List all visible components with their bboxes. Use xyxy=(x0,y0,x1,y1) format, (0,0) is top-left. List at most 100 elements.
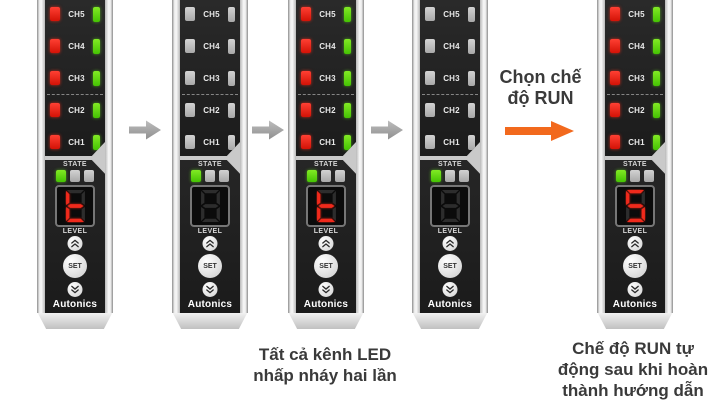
seven-segment-display xyxy=(190,185,230,227)
state-leds xyxy=(45,170,105,182)
digit-t xyxy=(316,189,336,223)
channel-led-off xyxy=(227,102,235,118)
run-mode-label-line1: Chọn chế xyxy=(499,67,582,87)
device-bottom-cap xyxy=(37,313,113,329)
channel-label: CH2 xyxy=(68,105,85,115)
level-label: LEVEL xyxy=(313,228,339,235)
chevron-down-icon xyxy=(71,285,79,294)
channel-led-off xyxy=(227,70,235,86)
chevron-up-icon xyxy=(206,239,214,248)
set-button: SET xyxy=(63,254,87,278)
state-led-off xyxy=(205,170,215,182)
beam-dashed-line xyxy=(607,94,663,95)
chevron-down-icon xyxy=(322,285,330,294)
channel-label: CH3 xyxy=(319,73,336,83)
channel-green-led-on xyxy=(343,70,351,86)
channel-green-led-on xyxy=(92,38,100,54)
channel-row-ch4: CH4 xyxy=(420,35,480,57)
channel-red-led-on xyxy=(50,7,60,21)
channel-label: CH4 xyxy=(319,41,336,51)
channel-row-ch2: CH2 xyxy=(45,99,105,121)
digit-t xyxy=(65,189,85,223)
seven-segment-display xyxy=(430,185,470,227)
channel-led-off xyxy=(185,39,195,53)
channel-red-led-on xyxy=(610,135,620,149)
state-leds xyxy=(605,170,665,182)
channel-row-ch1: CH1 xyxy=(420,131,480,153)
channel-label: CH3 xyxy=(68,73,85,83)
channel-red-led-on xyxy=(610,71,620,85)
level-label: LEVEL xyxy=(622,228,648,235)
channel-label: CH4 xyxy=(203,41,220,51)
device-right-rail xyxy=(356,0,364,313)
channel-led-off xyxy=(467,70,475,86)
channel-green-led-on xyxy=(343,38,351,54)
down-button xyxy=(627,282,643,297)
channel-led-off xyxy=(467,102,475,118)
channel-green-led-on xyxy=(343,6,351,22)
run-arrow-icon xyxy=(505,121,574,141)
autonics-logo: Autonics xyxy=(52,299,98,310)
device-left-rail xyxy=(37,0,45,313)
channel-red-led-on xyxy=(301,71,311,85)
state-led-off xyxy=(70,170,80,182)
state-label: STATE xyxy=(623,161,647,168)
device-right-rail xyxy=(480,0,488,313)
caption-blink-line2: nhấp nháy hai lần xyxy=(253,366,397,385)
state-label: STATE xyxy=(198,161,222,168)
channel-row-ch4: CH4 xyxy=(45,35,105,57)
channel-green-led-on xyxy=(652,70,660,86)
seven-segment-display xyxy=(615,185,655,227)
state-leds xyxy=(296,170,356,182)
run-mode-label-line2: độ RUN xyxy=(507,88,574,108)
caption-blink: Tất cả kênh LED nhấp nháy hai lần xyxy=(215,344,435,386)
channel-led-off xyxy=(467,6,475,22)
autonics-logo: Autonics xyxy=(612,299,658,310)
step-arrow-icon xyxy=(371,120,403,140)
state-leds xyxy=(420,170,480,182)
state-led-green-on xyxy=(191,170,201,182)
channel-label: CH4 xyxy=(628,41,645,51)
channel-red-led-on xyxy=(50,135,60,149)
channel-label: CH5 xyxy=(68,9,85,19)
caption-blink-line1: Tất cả kênh LED xyxy=(258,345,392,364)
channel-label: CH5 xyxy=(203,9,220,19)
set-button: SET xyxy=(438,254,462,278)
channel-led-off xyxy=(185,135,195,149)
up-button xyxy=(318,236,334,251)
autonics-logo: Autonics xyxy=(303,299,349,310)
up-button xyxy=(442,236,458,251)
channel-led-off xyxy=(425,39,435,53)
set-button: SET xyxy=(314,254,338,278)
channel-label: CH1 xyxy=(203,137,220,147)
channel-led-off xyxy=(425,135,435,149)
caption-run: Chế độ RUN tự động sau khi hoàn thành hư… xyxy=(523,338,721,401)
channel-row-ch1: CH1 xyxy=(45,131,105,153)
device-left-rail xyxy=(288,0,296,313)
seven-segment-display xyxy=(306,185,346,227)
channel-label: CH3 xyxy=(628,73,645,83)
channel-led-off xyxy=(185,71,195,85)
channel-led-off xyxy=(425,7,435,21)
state-led-green-on xyxy=(431,170,441,182)
channel-label: CH2 xyxy=(443,105,460,115)
channel-label: CH1 xyxy=(319,137,336,147)
channel-row-ch1: CH1 xyxy=(296,131,356,153)
beam-dashed-line xyxy=(182,94,238,95)
device-bottom-cap xyxy=(597,313,673,329)
state-led-off xyxy=(84,170,94,182)
channel-green-led-on xyxy=(652,102,660,118)
chevron-up-icon xyxy=(446,239,454,248)
channel-label: CH2 xyxy=(203,105,220,115)
channel-row-ch1: CH1 xyxy=(605,131,665,153)
channel-led-off xyxy=(227,38,235,54)
channel-red-led-on xyxy=(50,71,60,85)
channel-row-ch5: CH5 xyxy=(605,3,665,25)
channel-green-led-on xyxy=(343,102,351,118)
channel-green-led-on xyxy=(652,38,660,54)
